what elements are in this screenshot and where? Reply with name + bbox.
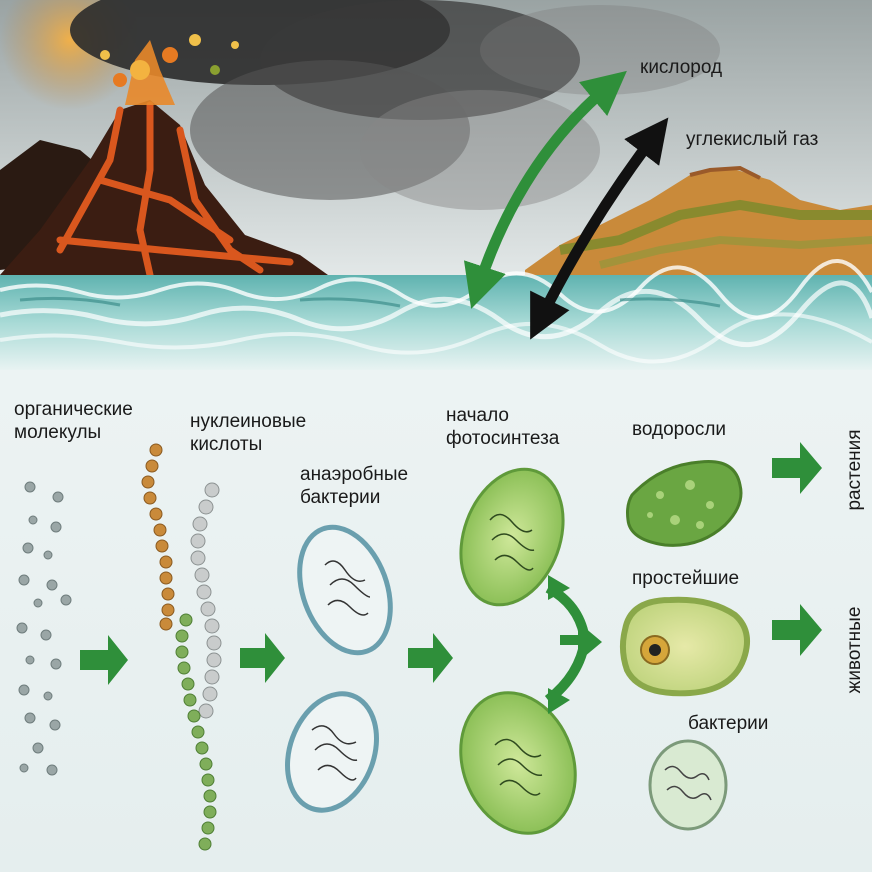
organic-molecules-label-line1: органические — [14, 398, 133, 421]
photosynthesis-label-line1: начало — [446, 404, 509, 427]
co2-label: углекислый газ — [686, 128, 818, 151]
cell-icon — [650, 741, 726, 829]
plants-label: растения — [843, 425, 867, 515]
photosynthesis-label-line2: фотосинтеза — [446, 427, 559, 450]
animals-label: животные — [843, 605, 867, 695]
cell-icon — [623, 600, 747, 694]
algae-label: водоросли — [632, 418, 726, 441]
protozoa-label: простейшие — [632, 567, 739, 590]
bacteria-label: бактерии — [688, 712, 768, 735]
nucleic-acids-label-line1: нуклеиновые — [190, 410, 306, 433]
nucleic-acids-label-line2: кислоты — [190, 433, 262, 456]
organic-molecules-label-line2: молекулы — [14, 421, 101, 444]
oxygen-label: кислород — [640, 56, 722, 79]
sea-icon — [0, 261, 872, 370]
anaerobic-bacteria-label-line2: бактерии — [300, 486, 380, 509]
anaerobic-bacteria-label-line1: анаэробные — [300, 463, 408, 486]
